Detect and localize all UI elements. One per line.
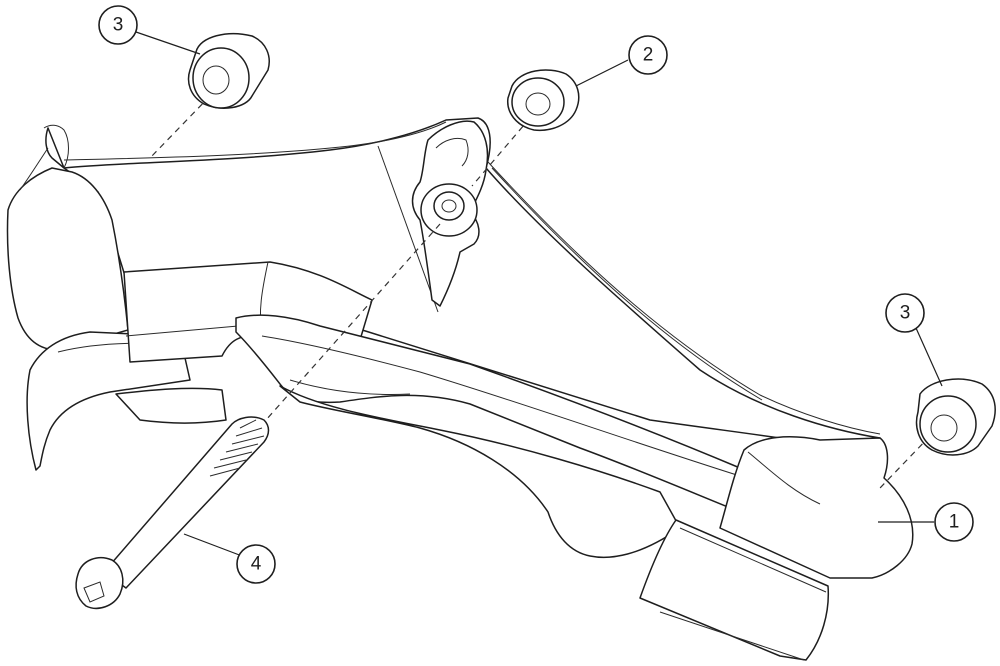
callout-1: 1 [934,502,974,542]
callout-3-top-label: 3 [113,15,124,36]
leader-4 [183,533,243,557]
callout-3-right-label: 3 [900,303,911,324]
axis-line-bolt [249,223,441,439]
top-left-bushing [187,33,270,109]
center-bushing [507,69,580,132]
callout-2-label: 2 [643,45,654,66]
callout-4-label: 4 [251,554,262,575]
axis-line-center [471,117,531,187]
pivot-bolt [75,416,270,610]
callout-4: 4 [236,544,276,584]
right-bushing [915,378,996,456]
leader-3-top [135,31,201,55]
callout-3-top: 3 [98,5,138,45]
axis-line-right [879,435,931,489]
axis-line-top-left [149,95,211,159]
callout-3-right: 3 [885,293,925,333]
leader-2 [575,59,629,87]
main-frame [6,117,914,661]
callout-2: 2 [628,35,668,75]
leader-3-right [915,327,943,387]
callout-1-label: 1 [949,512,960,533]
